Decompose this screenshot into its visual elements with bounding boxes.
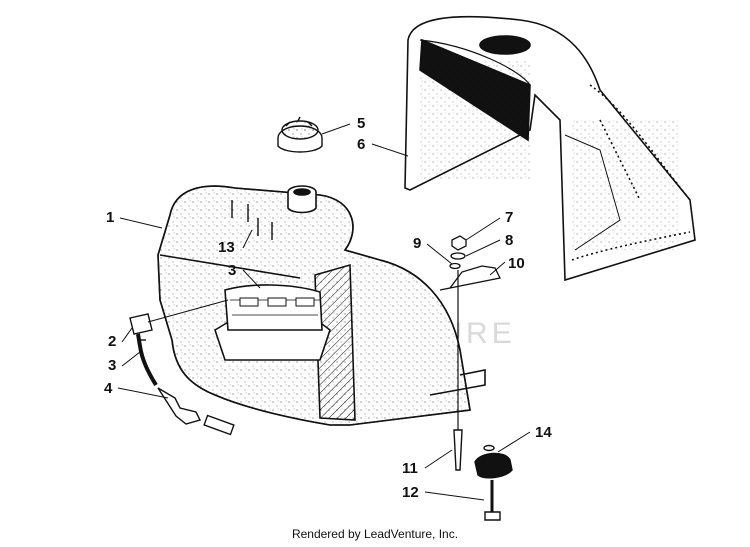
bracket-part-10 bbox=[439, 265, 501, 291]
callout-labels: 1 2 3 4 3 13 5 6 7 8 9 10 11 12 14 bbox=[104, 115, 552, 501]
bolt-part-12 bbox=[484, 511, 501, 521]
callout-10: 10 bbox=[508, 255, 525, 272]
washer-part-8 bbox=[450, 252, 466, 260]
petcock-part-2 bbox=[129, 313, 153, 335]
callout-3a: 3 bbox=[108, 357, 116, 374]
strap-hardware bbox=[453, 429, 513, 521]
callout-7: 7 bbox=[505, 209, 513, 226]
fuel-cap-part-5 bbox=[277, 116, 323, 153]
callout-13: 13 bbox=[218, 239, 235, 256]
callout-4: 4 bbox=[104, 380, 113, 397]
callout-1: 1 bbox=[106, 209, 114, 226]
callout-9: 9 bbox=[413, 235, 421, 252]
callout-14: 14 bbox=[535, 424, 552, 441]
strap-part-11 bbox=[453, 429, 463, 471]
callout-12: 12 bbox=[402, 484, 419, 501]
nut-part-7 bbox=[451, 235, 467, 251]
mounting-hardware bbox=[439, 235, 501, 440]
callout-8: 8 bbox=[505, 232, 513, 249]
washer-part-9 bbox=[449, 262, 461, 270]
leader-lines bbox=[117, 123, 531, 501]
fuel-tank-part-1 bbox=[157, 185, 486, 426]
callout-11: 11 bbox=[402, 460, 418, 477]
filter-part-4 bbox=[157, 387, 202, 425]
fuel-line-assembly bbox=[129, 299, 235, 436]
render-credit: Rendered by LeadVenture, Inc. bbox=[291, 527, 459, 541]
callout-2: 2 bbox=[108, 333, 116, 350]
callout-3b: 3 bbox=[228, 262, 236, 279]
callout-5: 5 bbox=[357, 115, 365, 132]
callout-6: 6 bbox=[357, 136, 365, 153]
tank-cover-part-6 bbox=[404, 15, 696, 282]
pad-part-14 bbox=[474, 452, 513, 479]
